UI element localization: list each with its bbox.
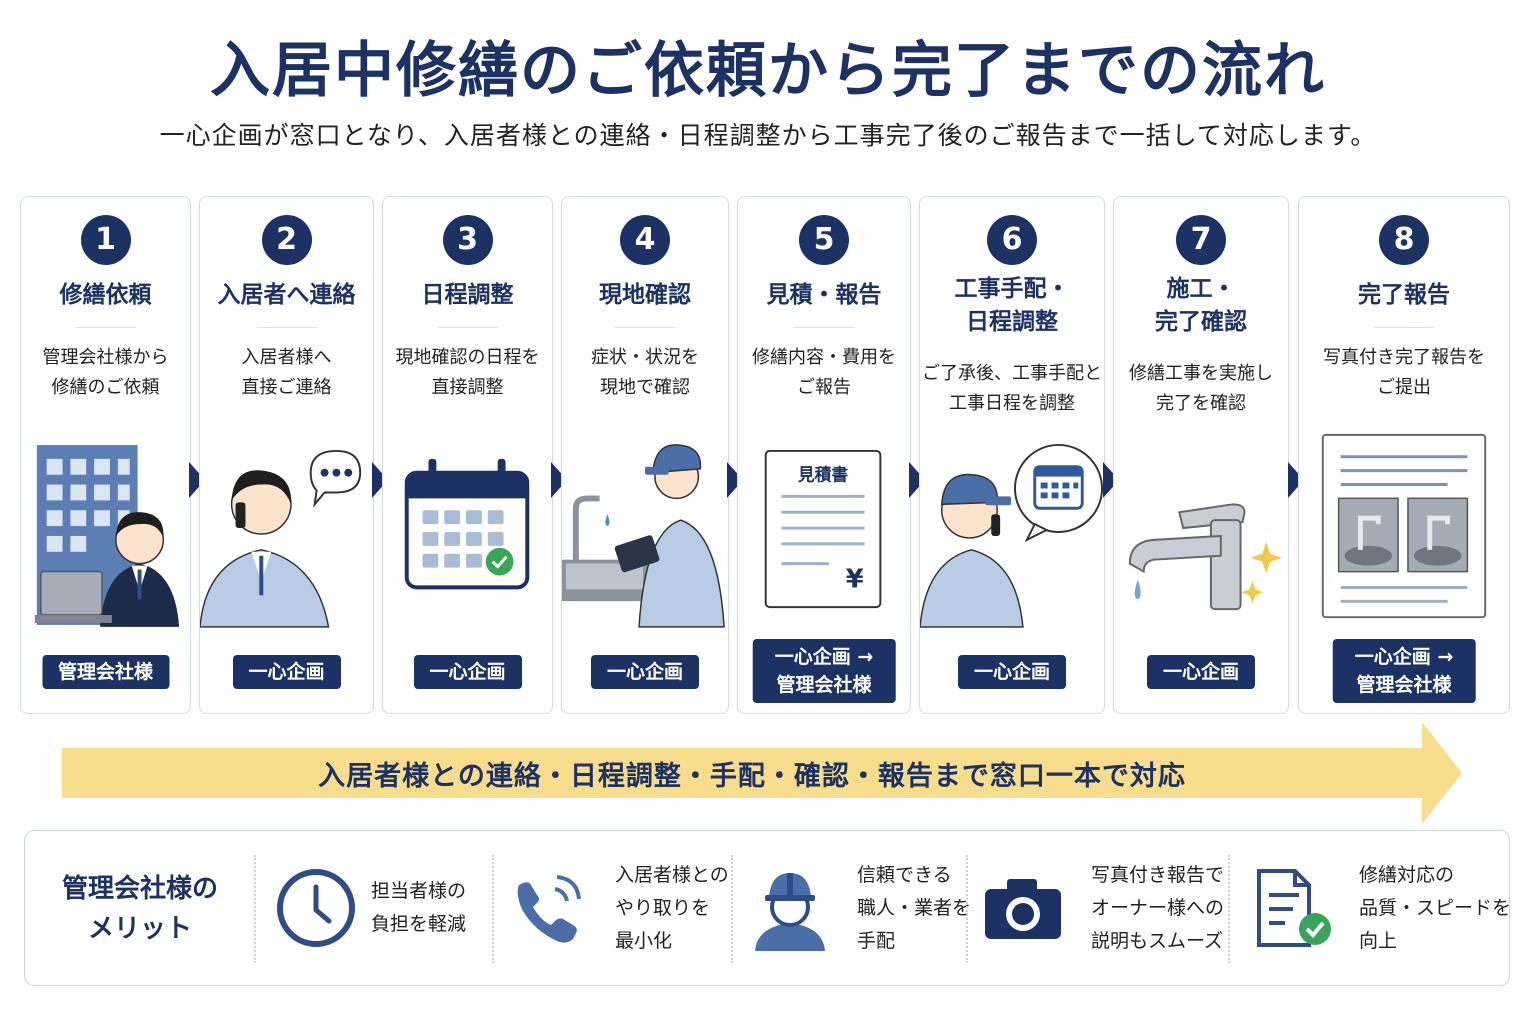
divider — [966, 855, 968, 963]
page-title: 入居中修繕のご依頼から完了までの流れ — [210, 36, 1326, 106]
step-card-7: 7 施工・完了確認 修繕工事を実施し完了を確認 一心企画 — [1113, 196, 1289, 714]
camera-icon — [981, 865, 1067, 951]
step-divider — [75, 327, 136, 328]
step-actor-badge: 一心企画 — [957, 655, 1067, 689]
worker-helmet-icon — [747, 865, 833, 951]
divider — [731, 855, 733, 963]
faucet-illustration — [1114, 432, 1288, 632]
step-description: 管理会社様から修繕のご依頼 — [42, 347, 169, 398]
step-card-2: 2 入居者へ連絡 入居者様へ直接ご連絡 一心企画 — [199, 196, 374, 714]
office-worker-illustration — [21, 432, 190, 632]
clock-icon — [273, 865, 359, 951]
step-title: 見積・報告 — [766, 282, 882, 308]
yen-icon: ¥ — [846, 564, 864, 594]
step-number: 7 — [1176, 215, 1226, 265]
divider — [254, 855, 256, 963]
summary-banner-arrow: 入居者様との連絡・日程調整・手配・確認・報告まで窓口一本で対応 — [62, 722, 1462, 824]
arrangement-call-illustration — [920, 432, 1104, 632]
step-number: 4 — [620, 215, 670, 265]
merits-heading: 管理会社様のメリット — [61, 874, 218, 944]
step-card-5: 5 見積・報告 修繕内容・費用をご報告 見積書 ¥ 一心企画 →管理会社様 — [737, 196, 911, 714]
merit-text: 写真付き報告でオーナー様への説明もスムーズ — [1091, 864, 1225, 952]
step-card-6: 6 工事手配・日程調整 ご了承後、工事手配と工事日程を調整 一心企画 — [919, 196, 1105, 714]
step-description: 現地確認の日程を直接調整 — [395, 347, 540, 398]
phone-call-illustration — [200, 432, 373, 632]
step-actor-badge: 管理会社様 — [41, 655, 170, 689]
step-title: 日程調整 — [421, 282, 514, 308]
divider — [1228, 855, 1230, 963]
step-title: 修繕依頼 — [59, 282, 152, 308]
merit-text: 信頼できる職人・業者を手配 — [857, 864, 972, 952]
checklist-icon — [1253, 865, 1339, 951]
step-divider — [615, 327, 675, 328]
summary-banner-text: 入居者様との連絡・日程調整・手配・確認・報告まで窓口一本で対応 — [318, 761, 1186, 792]
step-actor-badge: 一心企画 — [1146, 655, 1256, 689]
step-description: 修繕内容・費用をご報告 — [752, 347, 896, 398]
step-card-3: 3 日程調整 現地確認の日程を直接調整 一心企画 — [382, 196, 553, 714]
step-number: 8 — [1379, 215, 1429, 265]
step-number: 6 — [987, 215, 1037, 265]
step-divider — [1374, 327, 1434, 328]
step-description: ご了承後、工事手配と工事日程を調整 — [922, 363, 1102, 414]
phone-icon — [505, 865, 591, 951]
merit-text: 入居者様とのやり取りを最小化 — [615, 864, 729, 952]
calendar-illustration — [383, 432, 552, 632]
step-number: 3 — [442, 215, 493, 265]
step-actor-badge: 一心企画 — [590, 655, 700, 689]
step-description: 修繕工事を実施し完了を確認 — [1129, 363, 1273, 414]
step-card-8: 8 完了報告 写真付き完了報告をご提出 一心企画 →管理会社様 — [1298, 196, 1510, 714]
step-card-4: 4 現地確認 症状・状況を現地で確認 一心企画 — [561, 196, 729, 714]
step-actor-badge: 一心企画 →管理会社様 — [1332, 639, 1476, 703]
step-number: 2 — [261, 215, 312, 265]
divider — [492, 855, 494, 963]
photo-report-illustration — [1299, 432, 1509, 632]
merit-text: 担当者様の負担を軽減 — [371, 880, 467, 935]
step-actor-badge: 一心企画 — [413, 655, 522, 689]
merits-panel: 管理会社様のメリット 担当者様の負担を軽減 入居者様とのやり取りを最小化 — [24, 830, 1512, 986]
step-title: 完了報告 — [1358, 282, 1450, 308]
page-subtitle: 一心企画が窓口となり、入居者様との連絡・日程調整から工事完了後のご報告まで一括し… — [159, 121, 1377, 150]
step-actor-badge: 一心企画 — [232, 655, 341, 689]
estimate-doc-label: 見積書 — [797, 465, 849, 485]
estimate-document-illustration: 見積書 ¥ — [738, 432, 910, 632]
step-title: 施工・完了確認 — [1155, 276, 1247, 335]
step-description: 写真付き完了報告をご提出 — [1323, 347, 1485, 398]
step-title: 現地確認 — [599, 282, 691, 308]
step-number: 1 — [80, 215, 131, 265]
step-title: 工事手配・日程調整 — [954, 276, 1070, 335]
site-inspection-illustration — [562, 432, 728, 632]
merit-text: 修繕対応の品質・スピードを向上 — [1359, 864, 1512, 952]
step-description: 症状・状況を現地で確認 — [591, 347, 699, 398]
step-number: 5 — [799, 215, 849, 265]
step-divider — [437, 327, 498, 328]
step-card-1: 1 修繕依頼 管理会社様から修繕のご依頼 管理会社様 — [20, 196, 191, 714]
step-description: 入居者様へ直接ご連絡 — [241, 347, 332, 398]
step-divider — [256, 327, 317, 328]
step-title: 入居者へ連絡 — [217, 282, 356, 308]
step-divider — [794, 327, 854, 328]
step-actor-badge: 一心企画 →管理会社様 — [752, 639, 896, 703]
